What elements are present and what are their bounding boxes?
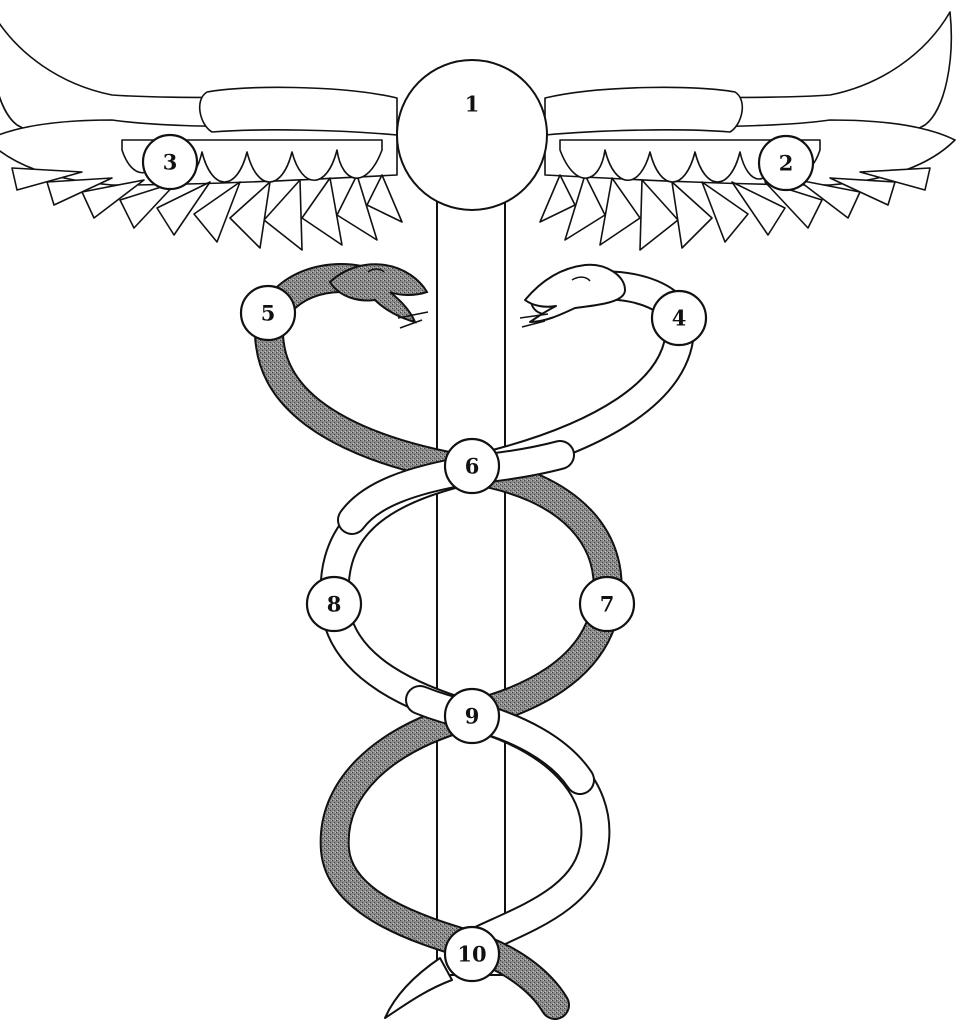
- marker-5: 5: [241, 286, 295, 340]
- marker-9: 9: [445, 689, 499, 743]
- marker-label: 4: [672, 306, 687, 331]
- marker-label: 8: [327, 592, 342, 617]
- marker-4: 4: [652, 291, 706, 345]
- marker-8: 8: [307, 577, 361, 631]
- marker-label: 3: [163, 150, 178, 175]
- marker-3: 3: [143, 135, 197, 189]
- marker-label: 6: [465, 454, 480, 479]
- marker-2: 2: [759, 136, 813, 190]
- marker-label: 5: [261, 301, 276, 326]
- marker-label: 2: [779, 151, 794, 176]
- marker-6: 6: [445, 439, 499, 493]
- marker-10: 10: [445, 927, 499, 981]
- marker-label: 10: [457, 942, 486, 967]
- staff: [437, 175, 505, 975]
- right-wing: [540, 12, 955, 250]
- marker-1: 1: [465, 92, 480, 117]
- marker-7: 7: [580, 577, 634, 631]
- winged-sun-disc: [397, 60, 547, 210]
- marker-label: 9: [465, 704, 480, 729]
- marker-label: 1: [465, 92, 480, 117]
- serpent-tails: [385, 958, 452, 1018]
- marker-label: 7: [600, 592, 615, 617]
- left-wing: [0, 12, 402, 250]
